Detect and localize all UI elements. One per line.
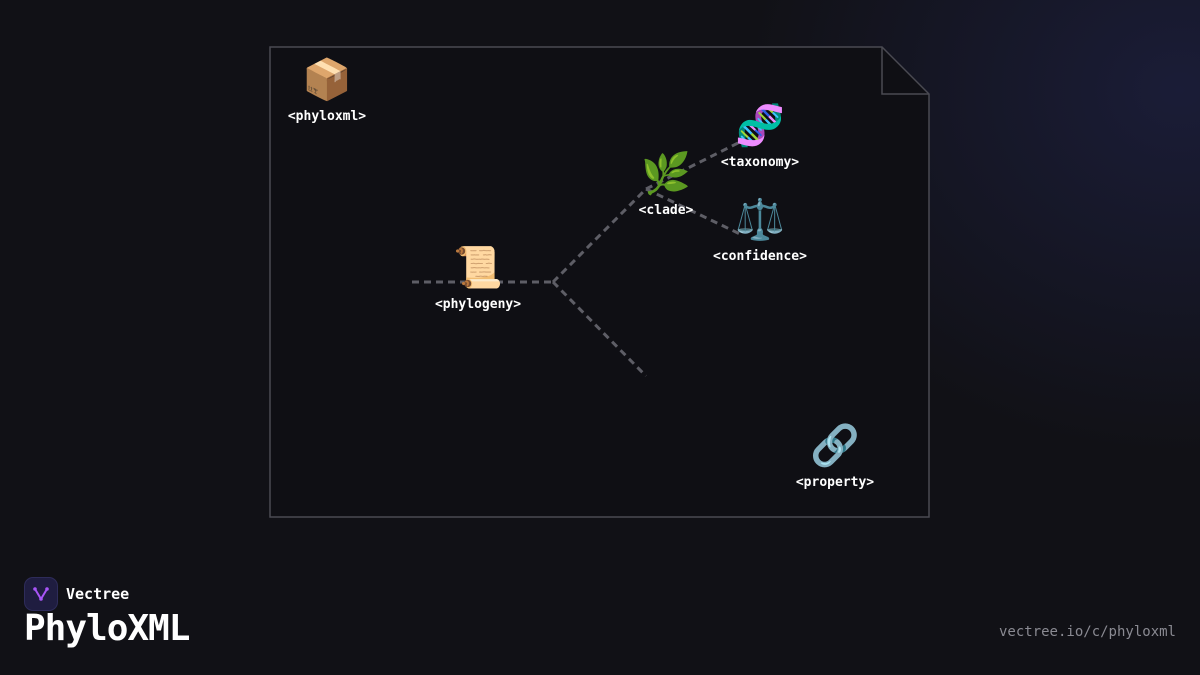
node-clade: 🌿 <clade>	[596, 150, 736, 218]
node-taxonomy: 🧬 <taxonomy>	[690, 102, 830, 170]
node-phylogeny: 📜 <phylogeny>	[408, 244, 548, 312]
link-icon: 🔗	[810, 423, 860, 469]
dna-icon: 🧬	[735, 103, 785, 149]
package-icon: 📦	[302, 57, 352, 103]
document-fold-corner	[881, 47, 929, 95]
node-property: 🔗 <property>	[765, 422, 905, 490]
brand: Vectree	[24, 577, 129, 611]
node-confidence: ⚖️ <confidence>	[690, 196, 830, 264]
herb-icon: 🌿	[641, 151, 691, 197]
vectree-logo-icon	[24, 577, 58, 611]
connector-line-to-confidence	[645, 187, 741, 236]
document-outline	[269, 46, 930, 518]
node-label-phyloxml: <phyloxml>	[287, 109, 367, 124]
balance-scale-icon: ⚖️	[735, 197, 785, 243]
connector-line-to-clade	[551, 187, 648, 284]
node-label-confidence: <confidence>	[713, 249, 807, 264]
connector-line-to-taxonomy	[645, 140, 741, 191]
node-label-property: <property>	[795, 475, 875, 490]
footer-url[interactable]: vectree.io/c/phyloxml	[998, 624, 1176, 640]
node-label-clade: <clade>	[638, 203, 694, 218]
page-title: PhyloXML	[24, 608, 190, 649]
node-label-phylogeny: <phylogeny>	[434, 297, 522, 312]
node-label-taxonomy: <taxonomy>	[720, 155, 800, 170]
connector-line-lower-branch	[551, 280, 648, 378]
scroll-icon: 📜	[453, 245, 503, 291]
node-phyloxml: 📦 <phyloxml>	[257, 56, 397, 124]
brand-name: Vectree	[66, 585, 130, 603]
